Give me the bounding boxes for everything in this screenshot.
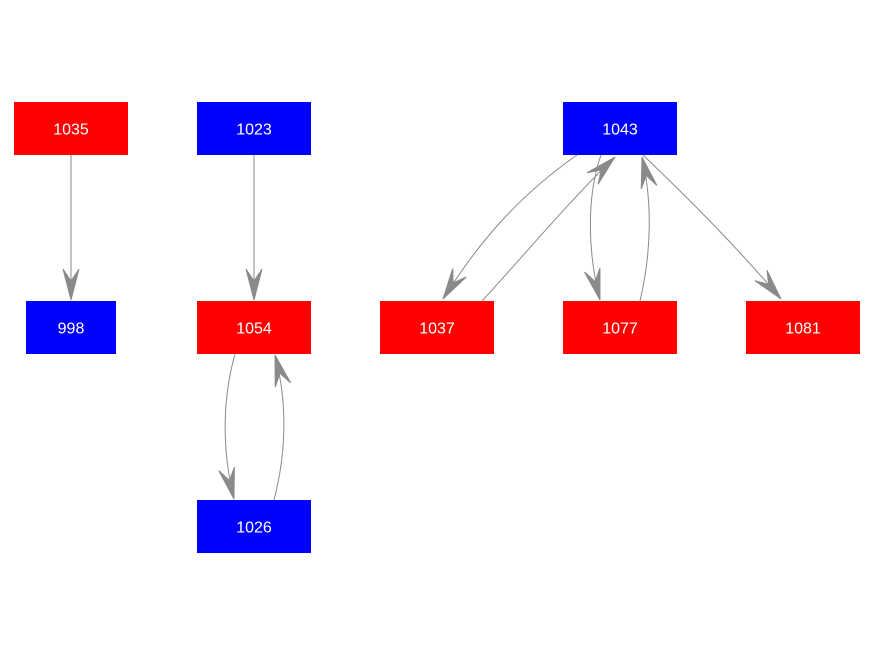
edge-1077-to-1043 bbox=[639, 156, 658, 302]
node-box bbox=[197, 500, 311, 553]
edge-1023-to-1054 bbox=[245, 155, 263, 301]
node-1043: 1043 bbox=[563, 102, 677, 155]
node-1023: 1023 bbox=[197, 102, 311, 155]
node-1026: 1026 bbox=[197, 500, 311, 553]
arrowhead-icon bbox=[584, 267, 601, 301]
edge-1035-to-998 bbox=[62, 155, 80, 301]
arrowhead-icon bbox=[754, 269, 782, 300]
node-label: 1026 bbox=[236, 520, 272, 537]
node-1054: 1054 bbox=[197, 301, 311, 354]
node-box bbox=[26, 301, 116, 354]
node-box bbox=[380, 301, 494, 354]
node-box bbox=[197, 102, 311, 155]
node-1037: 1037 bbox=[380, 301, 494, 354]
edge-1043-to-1077 bbox=[584, 154, 602, 301]
node-box bbox=[746, 301, 860, 354]
node-1077: 1077 bbox=[563, 301, 677, 354]
node-box bbox=[14, 102, 128, 155]
arrowhead-icon bbox=[245, 268, 263, 301]
node-998: 998 bbox=[26, 301, 116, 354]
nodes-layer: 1035 998 1023 1054 1026 1043 1037 1077 1081 bbox=[14, 102, 860, 553]
edge-1026-to-1054 bbox=[273, 354, 292, 501]
arrowhead-icon bbox=[218, 466, 235, 500]
edge-1054-to-1026 bbox=[218, 353, 236, 500]
edge-line bbox=[481, 156, 616, 302]
node-label: 1037 bbox=[419, 321, 455, 338]
edge-1037-to-1043 bbox=[481, 156, 616, 302]
arrowhead-icon bbox=[442, 268, 467, 300]
node-1081: 1081 bbox=[746, 301, 860, 354]
arrowhead-icon bbox=[640, 156, 658, 190]
node-label: 1023 bbox=[236, 122, 272, 139]
node-label: 1081 bbox=[785, 321, 821, 338]
node-label: 1054 bbox=[236, 321, 272, 338]
arrowhead-icon bbox=[586, 156, 616, 185]
node-label: 1043 bbox=[602, 122, 638, 139]
edge-line bbox=[442, 154, 578, 300]
edge-1043-to-1037 bbox=[442, 154, 578, 300]
node-box bbox=[563, 102, 677, 155]
node-label: 998 bbox=[58, 321, 85, 338]
node-box bbox=[563, 301, 677, 354]
edge-1043-to-1081 bbox=[642, 154, 782, 300]
arrowhead-icon bbox=[274, 354, 292, 388]
node-box bbox=[197, 301, 311, 354]
edges-layer bbox=[62, 154, 782, 501]
node-1035: 1035 bbox=[14, 102, 128, 155]
node-label: 1035 bbox=[53, 122, 89, 139]
edge-line bbox=[642, 154, 782, 300]
node-label: 1077 bbox=[602, 321, 638, 338]
arrowhead-icon bbox=[62, 268, 80, 301]
